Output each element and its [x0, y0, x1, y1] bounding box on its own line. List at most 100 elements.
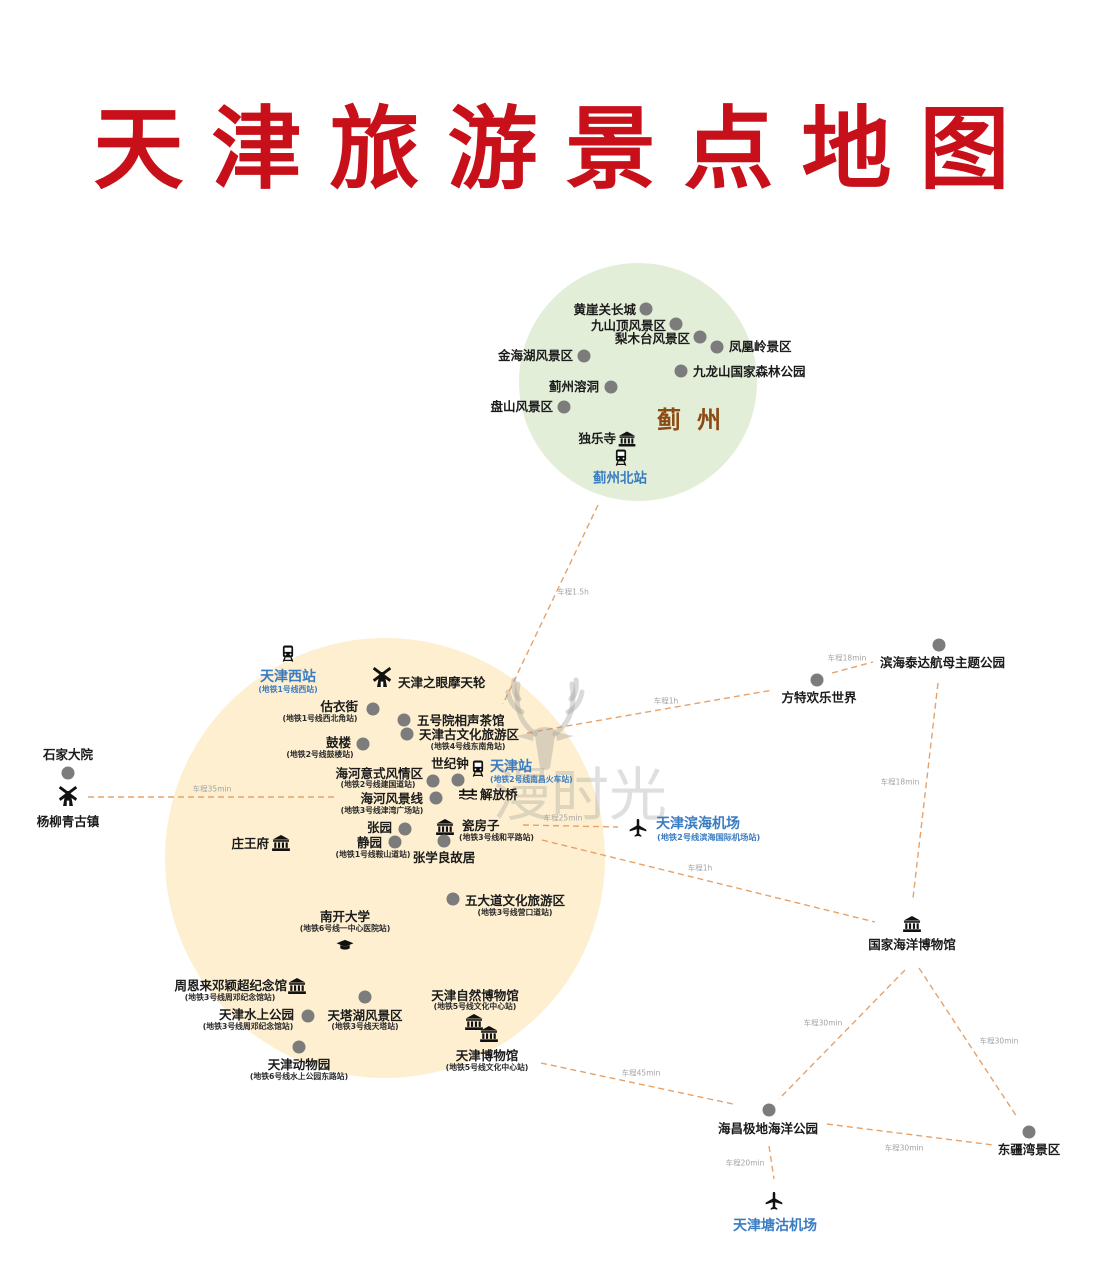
haihe-scenic-line-metro-note: (地铁3号线津湾广场站)	[340, 806, 424, 816]
guyi-street-metro-note: (地铁1号线西北角站)	[282, 714, 358, 724]
jiulongshan-label: 九龙山国家森林公园	[693, 363, 806, 379]
guyi-street-label: 估衣街	[320, 698, 358, 714]
airplane-icon	[764, 1191, 784, 1211]
prince-zhuang-mansion-label: 庄王府	[231, 835, 269, 851]
shi-family-courtyard-dot	[61, 766, 75, 780]
jizhou-region-label: 蓟州	[657, 406, 737, 434]
dongjiang-bay-dot	[1022, 1125, 1036, 1139]
jizhou-region	[519, 263, 757, 501]
jinhaihu-label: 金海湖风景区	[497, 347, 573, 363]
haihe-scenic-line-dot	[429, 791, 443, 805]
bridge-icon	[459, 789, 477, 800]
dongjiang-bay-label: 东疆湾景区	[997, 1141, 1061, 1157]
tianjin-station-metro-note: (地铁2号线南昌火车站)	[490, 775, 573, 785]
jing-garden-label: 静园	[356, 834, 382, 850]
route-line-fantawild-aircraft-carrier	[831, 661, 874, 674]
airplane-icon	[628, 818, 648, 838]
tianjin-west-station-label: 天津西站	[260, 669, 316, 685]
tanggu-airport-label: 天津塘沽机场	[733, 1218, 817, 1234]
route-duration-label: 车程1.5h	[557, 587, 589, 597]
jiefang-bridge-label: 解放桥	[480, 786, 518, 802]
route-line-jizhou-city	[502, 504, 599, 705]
jiushanding-dot	[669, 317, 683, 331]
aircraft-carrier-park-dot	[932, 638, 946, 652]
route-duration-label: 车程30min	[803, 1018, 843, 1028]
haichang-ocean-park-dot	[762, 1103, 776, 1117]
jing-garden-dot	[388, 835, 402, 849]
route-line-aircraft-carrier-maritime-museum	[912, 682, 939, 899]
zhang-xueliang-residence-label: 张学良故居	[412, 849, 476, 865]
tianta-lake-dot	[358, 990, 372, 1004]
route-duration-label: 车程20min	[725, 1158, 765, 1168]
limutai-dot	[693, 330, 707, 344]
route-duration-label: 车程30min	[884, 1143, 924, 1153]
italian-style-town-label: 海河意式风情区	[335, 765, 423, 781]
route-line-maritime-museum-haichang	[778, 969, 906, 1100]
route-duration-label: 车程18min	[827, 653, 867, 663]
watermark-text: 漫时光	[493, 761, 668, 829]
museum-icon	[619, 432, 636, 447]
route-line-city-maritime-museum	[541, 839, 876, 923]
deer-logo-icon	[505, 677, 585, 770]
water-park-metro-note: (地铁3号线周邓纪念馆站)	[202, 1022, 294, 1032]
haihe-scenic-line-label: 海河风景线	[360, 790, 423, 806]
natural-history-museum-metro-note: (地铁5号线文化中心站)	[433, 1002, 517, 1012]
tianjin-zoo-dot	[292, 1040, 306, 1054]
route-line-porcelain-house-binhai-airport	[522, 824, 619, 828]
drum-tower-label: 鼓楼	[325, 734, 351, 750]
tianta-lake-metro-note: (地铁3号线天塔站)	[331, 1022, 399, 1032]
train-icon	[282, 646, 294, 663]
national-maritime-museum-label: 国家海洋博物馆	[868, 936, 956, 952]
train-icon	[615, 450, 627, 467]
porcelain-house-label: 瓷房子	[462, 817, 500, 833]
ancient-culture-street-metro-note: (地铁4号线东南角站)	[430, 742, 506, 752]
jizhou-north-station-label: 蓟州北站	[593, 470, 647, 487]
windmill-icon	[59, 786, 77, 808]
museum-icon	[436, 819, 454, 835]
tianjin-museum-metro-note: (地铁5号线文化中心站)	[445, 1063, 529, 1073]
route-duration-label: 车程25min	[543, 813, 583, 823]
century-clock-dot	[451, 773, 465, 787]
tianta-lake-label: 天塔湖风景区	[327, 1007, 403, 1023]
fantawild-label: 方特欢乐世界	[781, 689, 857, 705]
tianjin-west-station-metro-note: (地铁1号线西站)	[258, 685, 318, 695]
no5-crosstalk-teahouse-label: 五号院相声茶馆	[417, 712, 505, 728]
fenghuangling-label: 凤凰岭景区	[729, 338, 792, 354]
ferris-wheel-windmill-icon	[373, 667, 391, 689]
route-line-city-fantawild	[526, 689, 774, 734]
shi-family-courtyard-label: 石家大院	[42, 746, 94, 762]
jizhou-cave-label: 蓟州溶洞	[548, 378, 599, 394]
fenghuangling-dot	[710, 340, 724, 354]
museum-icon	[288, 978, 306, 994]
drum-tower-metro-note: (地铁2号线鼓楼站)	[286, 750, 354, 760]
route-line-haichang-dongjiang	[826, 1123, 994, 1146]
tianjin-eye-label: 天津之眼摩天轮	[398, 674, 486, 690]
ancient-culture-street-dot	[400, 727, 414, 741]
route-duration-label: 车程1h	[687, 863, 713, 873]
jizhou-cave-dot	[604, 380, 618, 394]
zhang-xueliang-residence-dot	[437, 834, 451, 848]
zhou-deng-memorial-label: 周恩来邓颖超纪念馆	[174, 977, 287, 993]
water-park-label: 天津水上公园	[218, 1006, 294, 1022]
limutai-label: 梨木台风景区	[614, 330, 690, 346]
zhang-garden-dot	[398, 822, 412, 836]
dule-temple-label: 独乐寺	[578, 430, 616, 446]
route-line-haichang-tanggu-airport	[768, 1145, 775, 1180]
tianjin-station-label: 天津站	[490, 759, 532, 775]
tianjin-zoo-metro-note: (地铁6号线水上公园东路站)	[249, 1072, 349, 1082]
route-line-tianjin-museum-haichang	[540, 1062, 734, 1105]
century-clock-label: 世纪钟	[431, 755, 469, 771]
route-duration-label: 车程45min	[621, 1068, 661, 1078]
yangliuqing-town-label: 杨柳青古镇	[36, 813, 100, 829]
museum-icon	[903, 916, 921, 932]
jing-garden-metro-note: (地铁1号线鞍山道站)	[335, 850, 411, 860]
tianjin-zoo-label: 天津动物园	[267, 1056, 331, 1072]
nankai-university-label: 南开大学	[319, 908, 371, 924]
porcelain-house-metro-note: (地铁3号线和平路站)	[459, 833, 534, 843]
natural-history-museum-label: 天津自然博物馆	[431, 987, 519, 1003]
graduation-cap-icon	[337, 940, 354, 951]
nankai-university-metro-note: (地铁6号线一中心医院站)	[299, 924, 391, 934]
jiushanding-label: 九山顶风景区	[590, 317, 666, 333]
panshan-dot	[557, 400, 571, 414]
